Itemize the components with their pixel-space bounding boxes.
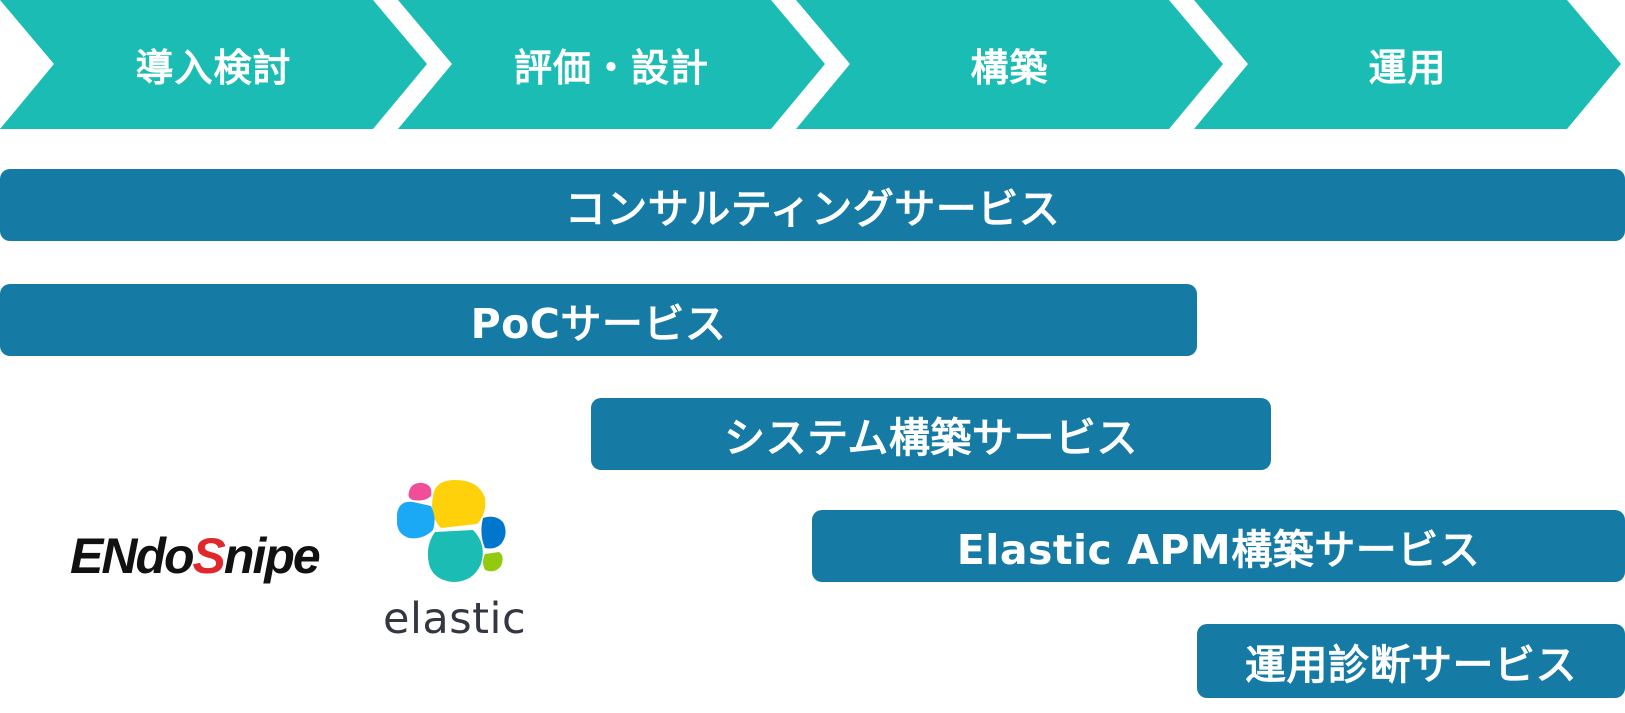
endosnipe-logo: ENdoSnipe xyxy=(70,528,322,584)
phase-label-operation: 運用 xyxy=(1368,46,1447,90)
elastic-mark-yellow-cell xyxy=(432,480,486,528)
elastic-mark-green-cell xyxy=(483,552,503,572)
phase-label-introduction: 導入検討 xyxy=(135,46,292,90)
elastic-mark-blue-cell xyxy=(397,501,435,539)
endosnipe-logo-text-red: S xyxy=(193,528,226,584)
service-bar-system-construction: システム構築サービス xyxy=(591,398,1271,470)
svg-text:ENdoSnipe: ENdoSnipe xyxy=(70,528,320,584)
endosnipe-logo-text-2: nipe xyxy=(224,528,320,584)
phase-label-construction: 構築 xyxy=(970,46,1049,90)
elastic-logo-wordmark: elastic xyxy=(383,594,527,644)
service-label-elastic-apm: Elastic APM構築サービス xyxy=(956,526,1481,574)
phase-chevron-construction: 構築 xyxy=(796,0,1223,129)
service-label-system-construction: システム構築サービス xyxy=(724,414,1138,462)
elastic-mark-navy-cell xyxy=(481,516,506,549)
service-bar-consulting: コンサルティングサービス xyxy=(0,169,1625,241)
service-bar-operation-diagnosis: 運用診断サービス xyxy=(1197,624,1625,698)
service-label-operation-diagnosis: 運用診断サービス xyxy=(1245,641,1577,689)
phase-chevron-operation: 運用 xyxy=(1194,0,1621,129)
phase-chevron-evaluation-design: 評価・設計 xyxy=(398,0,825,129)
service-label-poc: PoCサービス xyxy=(470,300,727,348)
service-label-consulting: コンサルティングサービス xyxy=(564,185,1061,233)
phase-label-evaluation-design: 評価・設計 xyxy=(513,46,709,90)
phase-chevron-introduction: 導入検討 xyxy=(0,0,427,129)
endosnipe-logo-text-1: ENdo xyxy=(70,528,193,584)
service-bar-elastic-apm: Elastic APM構築サービス xyxy=(812,510,1625,582)
elastic-logo-mark xyxy=(397,480,506,582)
elastic-mark-teal-cell xyxy=(427,530,483,582)
elastic-mark-pink-cell xyxy=(408,482,432,501)
service-bar-poc: PoCサービス xyxy=(0,284,1197,356)
